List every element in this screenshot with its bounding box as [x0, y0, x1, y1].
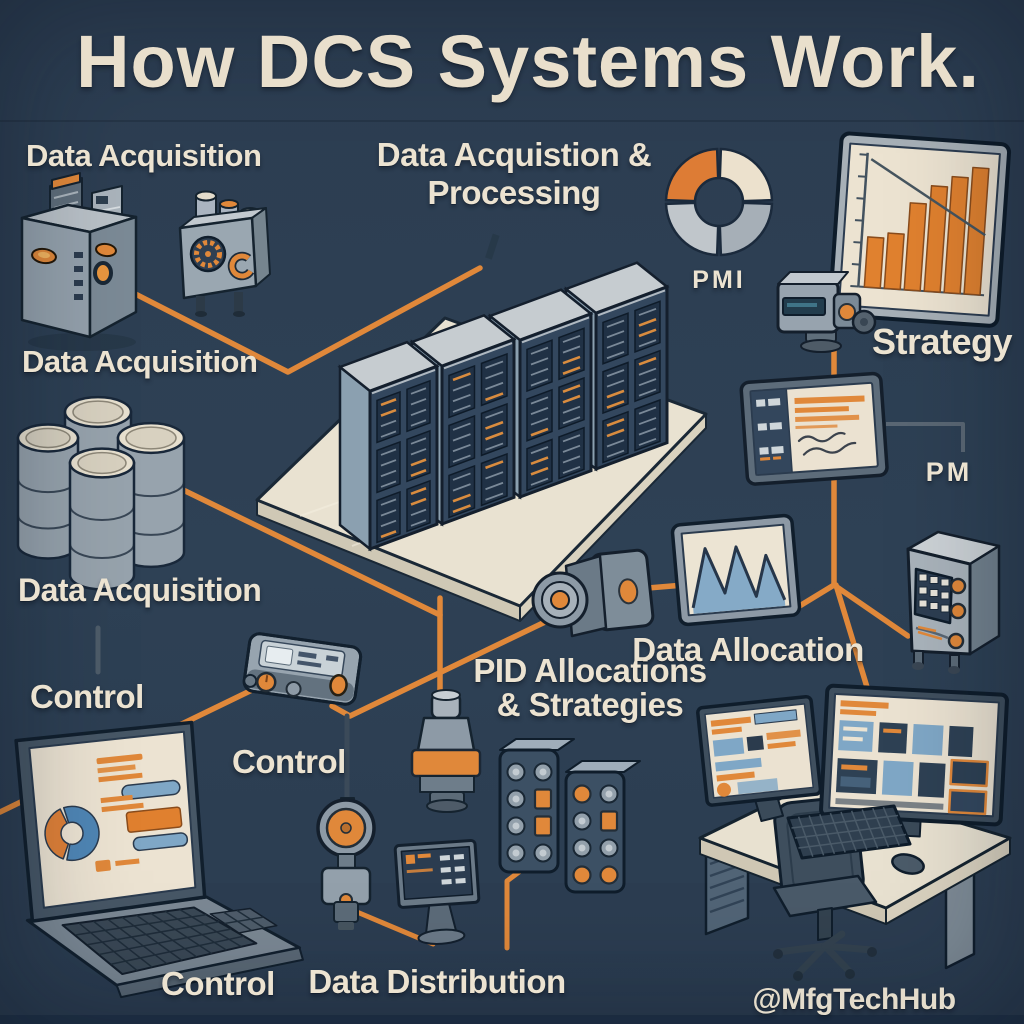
keypad-key-icon — [929, 576, 939, 584]
page-title: How DCS Systems Work. — [76, 20, 980, 103]
strategy-bar-chart-icon — [850, 152, 990, 297]
strategy-bar — [903, 202, 928, 292]
label-pid-allocations: PID Allocations & Strategies — [473, 652, 707, 723]
server-rack-icon — [337, 340, 440, 552]
stray-mark — [485, 233, 500, 260]
strategy-bar — [883, 232, 905, 291]
title-seam-line — [0, 120, 1024, 122]
control-valve — [316, 797, 376, 930]
sensor-eye-icon — [618, 578, 639, 605]
keypad-key-icon — [940, 591, 950, 600]
knob-icon — [285, 680, 302, 697]
panel-button-icon — [572, 865, 592, 885]
handheld-controller — [242, 632, 363, 706]
io-panel-modules — [498, 738, 641, 894]
alarm-tile-icon — [947, 788, 988, 816]
indicator-light-icon — [95, 242, 117, 258]
label-control-left: Control — [30, 678, 144, 715]
pmi-donut-chart — [664, 147, 774, 257]
port-icon — [329, 673, 348, 697]
pmi-segment-q-top-left — [664, 147, 720, 203]
pmi-segment-q-bottom-right — [718, 201, 774, 257]
desk-monitor-left — [696, 694, 823, 823]
storage-drum-icon — [68, 447, 136, 591]
data-acquisition-unit — [20, 172, 138, 351]
panel-button-icon — [599, 810, 619, 832]
keypad-button-icon — [947, 632, 965, 650]
keypad-key-icon — [940, 604, 950, 613]
control-laptop — [14, 720, 304, 999]
strategy-bar — [923, 185, 949, 293]
keypad-button-icon — [949, 577, 967, 595]
laptop-dashboard-icon — [44, 753, 189, 872]
alarm-tile-icon — [949, 758, 989, 788]
label-acquisition-processing: Data Acquistion & Processing — [376, 136, 652, 212]
keypad-key-icon — [940, 578, 950, 587]
mouse-icon — [891, 853, 925, 875]
keypad-key-icon — [918, 573, 928, 582]
pmi-segment-q-bottom-left — [664, 201, 720, 257]
keypad-key-icon — [918, 586, 928, 595]
pm-connector-line — [886, 422, 965, 452]
label-line: PID Allocations — [473, 652, 707, 689]
pm-keypad-box — [906, 530, 1001, 674]
handwriting-scribble — [797, 431, 857, 456]
report-tablet — [739, 371, 889, 486]
field-monitor — [393, 839, 481, 945]
device-shadow — [28, 333, 136, 351]
pid-sensor-camera — [531, 548, 655, 638]
pressure-transmitter — [410, 689, 482, 813]
label-control-bottom: Control — [161, 965, 275, 1002]
desk-monitor-right — [819, 683, 1009, 838]
label-data-allocation: Data Allocation — [632, 631, 864, 668]
surveillance-camera — [776, 271, 877, 353]
label-data-acquisition-lower: Data Acquisition — [18, 572, 262, 608]
label-strategy: Strategy — [871, 321, 1013, 362]
label-data-acquisition-mid: Data Acquisition — [22, 344, 258, 379]
label-pm: PM — [925, 457, 973, 487]
operator-workstation — [696, 683, 1012, 981]
label-data-acquisition-top: Data Acquisition — [26, 138, 262, 173]
trend-zigzag-icon — [691, 545, 787, 614]
strategy-bar — [863, 236, 885, 289]
camera-lens-icon — [838, 303, 856, 321]
strategy-bar — [963, 166, 990, 296]
keypad-key-icon — [929, 589, 939, 597]
label-line: Data Acquistion & — [376, 136, 652, 173]
label-pmi: PMI — [692, 266, 746, 294]
sensor-module — [178, 190, 271, 317]
orange-band-icon — [410, 748, 482, 778]
bottom-band — [0, 1015, 1024, 1024]
label-line: & Strategies — [496, 686, 684, 723]
storage-drums — [16, 395, 186, 591]
panel-button-icon — [599, 865, 619, 885]
gauge-arc-icon — [229, 253, 255, 279]
pmi-segment-q-top-right — [718, 147, 774, 203]
strategy-bar — [943, 175, 969, 295]
panel-button-icon — [572, 784, 592, 804]
keypad-button-icon — [949, 602, 967, 620]
keypad-key-icon — [929, 602, 939, 610]
storage-drum-icon — [116, 421, 186, 569]
laptop-donut-orange-slice — [44, 808, 70, 860]
panel-button-icon — [533, 788, 553, 810]
panel-button-icon — [533, 815, 553, 837]
label-line: Processing — [427, 174, 601, 211]
trend-monitor — [670, 513, 802, 627]
indicator-light-icon — [93, 261, 113, 285]
label-control-mid: Control — [232, 743, 346, 780]
watermark: @MfgTechHub — [752, 983, 956, 1016]
laptop-donut-blue-slice — [62, 805, 100, 862]
keypad-key-icon — [918, 599, 928, 608]
laptop-screen-icon — [28, 730, 197, 909]
storage-drum-icon — [16, 423, 80, 560]
strategy-monitor — [827, 131, 1012, 328]
server-rack-cluster — [337, 261, 670, 552]
label-data-distribution: Data Distribution — [308, 963, 566, 1000]
